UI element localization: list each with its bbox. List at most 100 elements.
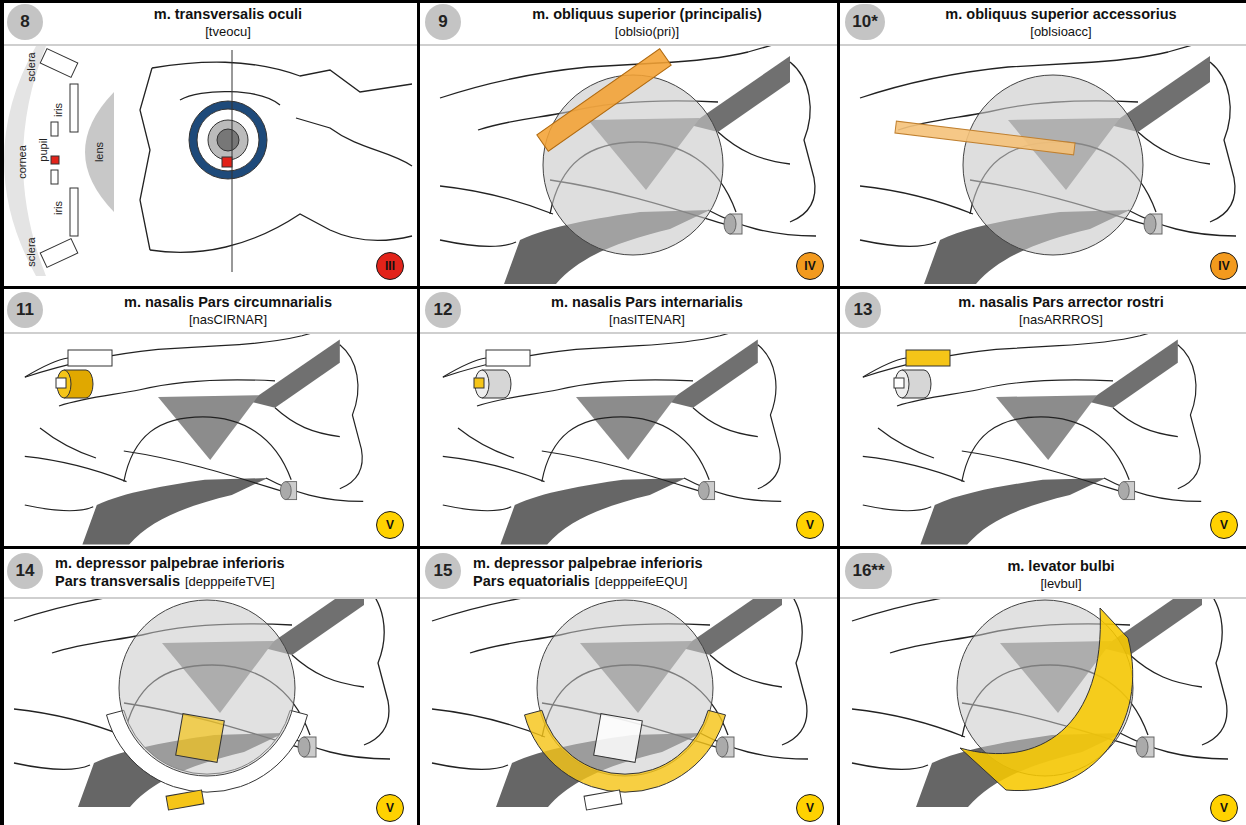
eye-part-label: pupil	[37, 138, 50, 161]
muscle-artwork	[25, 334, 363, 545]
muscle-artwork	[440, 40, 816, 284]
panel-number: 11	[16, 301, 34, 319]
muscle-name: m. levator bulbi	[888, 557, 1234, 575]
muscle-abbreviation: [oblsioacc]	[888, 23, 1234, 40]
skull-outline	[152, 62, 412, 92]
cranial-nerve-numeral: V	[796, 794, 824, 822]
cranial-nerve-numeral: IV	[1210, 252, 1238, 280]
muscle-artwork	[860, 46, 1236, 284]
nasal-block	[475, 370, 489, 398]
muscle-name: m. nasalis Pars circumnarialis	[50, 293, 406, 311]
muscle-shape	[537, 49, 671, 151]
nasal-block	[895, 370, 909, 398]
eye-ring	[208, 120, 248, 160]
iris-block	[70, 84, 78, 132]
muscle-panel: m. obliquus superior (principalis)[oblsi…	[418, 0, 838, 288]
panel-number: 14	[16, 562, 35, 580]
muscle-artwork	[852, 563, 1228, 807]
muscle-shape	[525, 710, 726, 792]
muscle-shape	[166, 790, 204, 810]
panel-number: 12	[434, 301, 453, 319]
muscle-abbreviation: [levbul]	[888, 575, 1234, 592]
eye-ring	[197, 109, 259, 171]
muscle-artwork	[432, 563, 808, 810]
panel-number-badge: 13	[845, 292, 881, 328]
cranial-nerve-numeral: V	[796, 511, 824, 539]
panel-heading: m. nasalis Pars internarialis[nasITENAR]	[468, 293, 826, 328]
panel-heading: m. transversalis oculi[tveocu]	[50, 5, 406, 40]
muscle-artwork	[443, 325, 781, 545]
muscle-name: m. obliquus superior accessorius	[888, 5, 1234, 23]
muscle-shape	[895, 121, 1075, 155]
eyeball	[963, 75, 1143, 255]
tendon-block	[594, 714, 643, 763]
muscle-artwork	[863, 334, 1201, 545]
panel-number-badge: 14	[7, 553, 43, 589]
snout-outline	[458, 428, 514, 458]
muscle-abbreviation: [nasITENAR]	[468, 311, 826, 328]
muscle-abbreviation: [tveocu]	[50, 23, 406, 40]
muscle-artwork	[852, 599, 1228, 807]
panel-heading: m. obliquus superior (principalis)[oblsi…	[468, 5, 826, 40]
eye-ring	[189, 101, 267, 179]
muscle-panel: m. nasalis Pars internarialis[nasITENAR]…	[418, 288, 838, 548]
muscle-artwork	[443, 334, 781, 545]
iris-block	[70, 188, 78, 236]
muscle-panel: m. transversalis oculi[tveocu]8III	[0, 0, 418, 288]
nasal-block	[894, 378, 904, 388]
muscle-artwork	[440, 46, 816, 284]
nasal-block	[56, 378, 66, 388]
muscle-panel: m. nasalis Pars arrector rostri[nasARRRO…	[838, 288, 1246, 548]
muscle-panel: m. obliquus superior accessorius[oblsioa…	[838, 0, 1246, 288]
skull-outline	[140, 68, 152, 250]
cranial-nerve-numeral: IV	[796, 252, 824, 280]
muscle-artwork	[14, 599, 390, 807]
panel-heading: m. depressor palpebrae inferioris Pars e…	[473, 554, 723, 590]
muscle-artwork	[25, 325, 363, 545]
panel-number-badge: 11	[7, 292, 43, 328]
muscle-name: m. nasalis Pars arrector rostri	[888, 293, 1234, 311]
panel-number: 13	[854, 301, 873, 319]
muscle-artwork	[432, 599, 808, 807]
panel-number: 15	[434, 562, 453, 580]
header-rule	[4, 597, 1246, 599]
muscle-artwork	[860, 46, 1236, 284]
eye-part-label: iris	[52, 103, 65, 117]
muscle-name: m. transversalis oculi	[50, 5, 406, 23]
eye-part-label: cornea	[16, 145, 29, 179]
nasal-block	[486, 350, 530, 366]
panel-frame	[0, 0, 4, 825]
eye-section-artwork	[4, 46, 412, 276]
panel-frame	[0, 0, 1246, 3]
muscle-abbreviation: [depppeifeTVE]	[185, 573, 275, 590]
cranial-nerve-numeral: V	[376, 511, 404, 539]
nerve-numeral: III	[385, 257, 395, 275]
muscle-artwork	[432, 599, 808, 807]
skull-outline	[140, 62, 412, 252]
muscle-artwork	[14, 599, 390, 810]
muscle-shape	[176, 714, 225, 763]
snout-outline	[25, 358, 96, 458]
lens-shape	[85, 92, 114, 212]
panel-heading: m. nasalis Pars arrector rostri[nasARRRO…	[888, 293, 1234, 328]
nerve-numeral: V	[1220, 516, 1228, 534]
pupil-edge	[51, 122, 58, 136]
eye-section-artwork	[4, 46, 412, 276]
cranial-nerve-numeral: V	[1210, 511, 1238, 539]
nerve-numeral: V	[1220, 799, 1228, 817]
skull-outline	[296, 118, 412, 166]
muscle-abbreviation: [depppeifeEQU]	[595, 573, 688, 590]
muscle-shape	[57, 370, 71, 398]
muscle-name: m. obliquus superior (principalis)	[468, 5, 826, 23]
panel-number-badge: 9	[425, 4, 461, 40]
snout-outline	[863, 358, 934, 458]
skull-outline	[150, 214, 412, 252]
header-rule	[4, 332, 1246, 334]
muscle-abbreviation: [oblsio(pri)]	[468, 23, 826, 40]
panel-number-badge: 16**	[845, 553, 892, 589]
muscle-artwork	[443, 334, 781, 545]
muscle-artwork	[863, 334, 1201, 545]
eye-part-label: sclera	[25, 52, 38, 81]
